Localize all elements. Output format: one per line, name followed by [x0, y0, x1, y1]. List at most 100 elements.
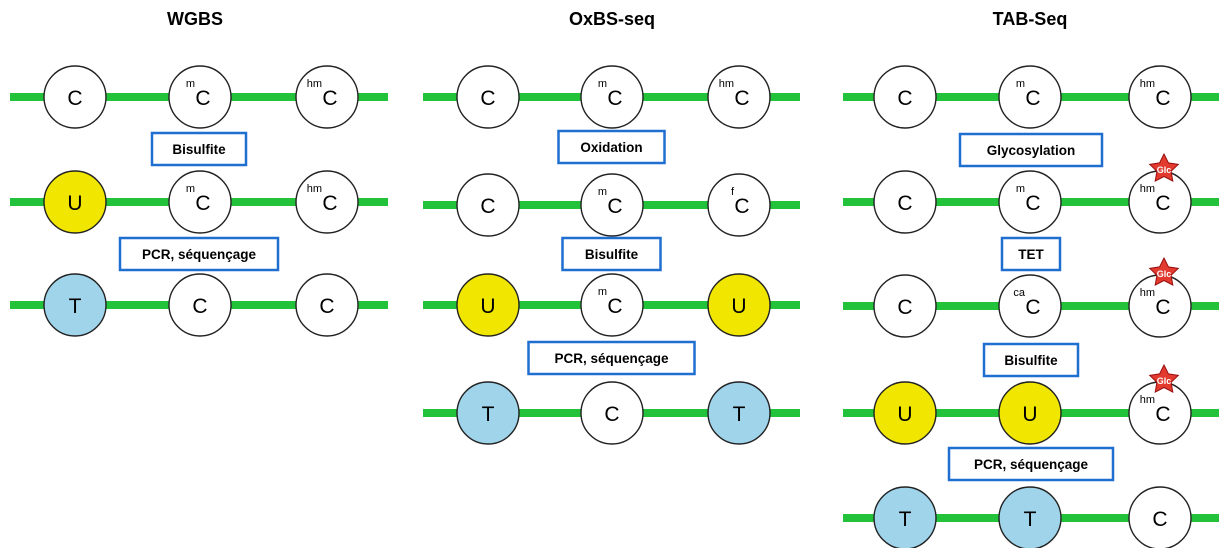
nucleotide-c: C	[1128, 486, 1192, 548]
nucleotide-t: T	[707, 381, 771, 445]
treatment-step-box	[982, 342, 1080, 378]
nucleotide-c: C	[873, 170, 937, 234]
nucleotide-letter: C	[1152, 508, 1167, 531]
nucleotide-letter: U	[480, 295, 495, 318]
nucleotide-circle	[873, 65, 937, 129]
nucleotide-circle	[168, 273, 232, 337]
treatment-step: Bisulfite	[561, 236, 662, 272]
treatment-step-box	[947, 446, 1115, 482]
modification-label: m	[186, 78, 195, 90]
glucose-label: Glc	[1157, 376, 1172, 386]
nucleotide-c: C	[168, 273, 232, 337]
modification-label: hm	[1140, 287, 1155, 299]
nucleotide-c: C	[873, 274, 937, 338]
nucleotide-c: Cca	[998, 274, 1062, 338]
nucleotide-circle	[580, 273, 644, 337]
treatment-step-label: Bisulfite	[585, 247, 639, 262]
column-title: OxBS-seq	[569, 9, 655, 29]
nucleotide-circle	[456, 273, 520, 337]
modification-label: hm	[719, 78, 734, 90]
nucleotide-c: C	[295, 273, 359, 337]
nucleotide-letter: C	[897, 192, 912, 215]
nucleotide-letter: C	[67, 87, 82, 110]
modification-label: m	[186, 183, 195, 195]
nucleotide-letter: C	[480, 87, 495, 110]
treatment-step: TET	[1000, 236, 1062, 272]
nucleotide-letter: C	[604, 403, 619, 426]
modification-label: f	[731, 186, 735, 198]
modification-label: m	[598, 186, 607, 198]
treatment-step: PCR, séquençage	[118, 236, 280, 272]
modification-label: ca	[1013, 287, 1026, 299]
nucleotide-letter: C	[897, 87, 912, 110]
nucleotide-c: Chm	[1128, 65, 1192, 129]
nucleotide-circle	[295, 273, 359, 337]
strand-row: U Cm Chm	[10, 170, 388, 234]
treatment-step-box	[118, 236, 280, 272]
modification-label: hm	[307, 78, 322, 90]
nucleotide-circle	[168, 65, 232, 129]
nucleotide-c: Cm	[580, 65, 644, 129]
nucleotide-circle	[43, 170, 107, 234]
nucleotide-circle	[998, 381, 1062, 445]
nucleotide-u: U	[873, 381, 937, 445]
treatment-step-label: TET	[1018, 247, 1044, 262]
nucleotide-letter: U	[1022, 403, 1037, 426]
nucleotide-letter: C	[195, 87, 210, 110]
modification-label: m	[598, 286, 607, 298]
modification-label: m	[1016, 78, 1025, 90]
nucleotide-letter: T	[482, 403, 495, 426]
column-title: TAB-Seq	[993, 9, 1068, 29]
nucleotide-c: C	[873, 65, 937, 129]
nucleotide-circle	[707, 173, 771, 237]
nucleotide-circle	[873, 381, 937, 445]
nucleotide-u: U	[43, 170, 107, 234]
modification-label: hm	[1140, 78, 1155, 90]
nucleotide-c: Cm	[998, 170, 1062, 234]
treatment-step-box	[1000, 236, 1062, 272]
nucleotide-circle	[707, 381, 771, 445]
glucose-label: Glc	[1157, 269, 1172, 279]
nucleotide-letter: C	[734, 87, 749, 110]
nucleotide-letter: C	[1155, 403, 1170, 426]
nucleotide-circle	[456, 65, 520, 129]
nucleotide-letter: C	[1025, 87, 1040, 110]
nucleotide-letter: C	[734, 195, 749, 218]
nucleotide-letter: T	[69, 295, 82, 318]
nucleotide-circle	[43, 65, 107, 129]
treatment-step: Oxidation	[557, 129, 666, 165]
treatment-step-label: PCR, séquençage	[554, 351, 669, 366]
glucose-star-icon: Glc	[1148, 256, 1180, 287]
nucleotide-circle	[998, 486, 1062, 548]
treatment-step: PCR, séquençage	[947, 446, 1115, 482]
treatment-step-label: Glycosylation	[987, 143, 1076, 158]
nucleotide-circle	[295, 65, 359, 129]
nucleotide-c: Cm	[168, 65, 232, 129]
nucleotide-letter: T	[1024, 508, 1037, 531]
treatment-step-label: Bisulfite	[172, 142, 226, 157]
nucleotide-c: Cm	[168, 170, 232, 234]
nucleotide-letter: C	[607, 195, 622, 218]
nucleotide-letter: U	[67, 192, 82, 215]
glucose-label: Glc	[1157, 165, 1172, 175]
nucleotide-letter: T	[899, 508, 912, 531]
treatment-step-box	[561, 236, 662, 272]
treatment-step: Bisulfite	[982, 342, 1080, 378]
nucleotide-letter: C	[192, 295, 207, 318]
treatment-step-box	[527, 340, 696, 376]
nucleotide-circle	[873, 486, 937, 548]
nucleotide-c: Cf	[707, 173, 771, 237]
nucleotide-c: Chm	[295, 170, 359, 234]
nucleotide-letter: C	[1025, 192, 1040, 215]
nucleotide-circle	[295, 170, 359, 234]
nucleotide-letter: U	[897, 403, 912, 426]
nucleotide-circle	[580, 65, 644, 129]
nucleotide-c: Cm	[998, 65, 1062, 129]
